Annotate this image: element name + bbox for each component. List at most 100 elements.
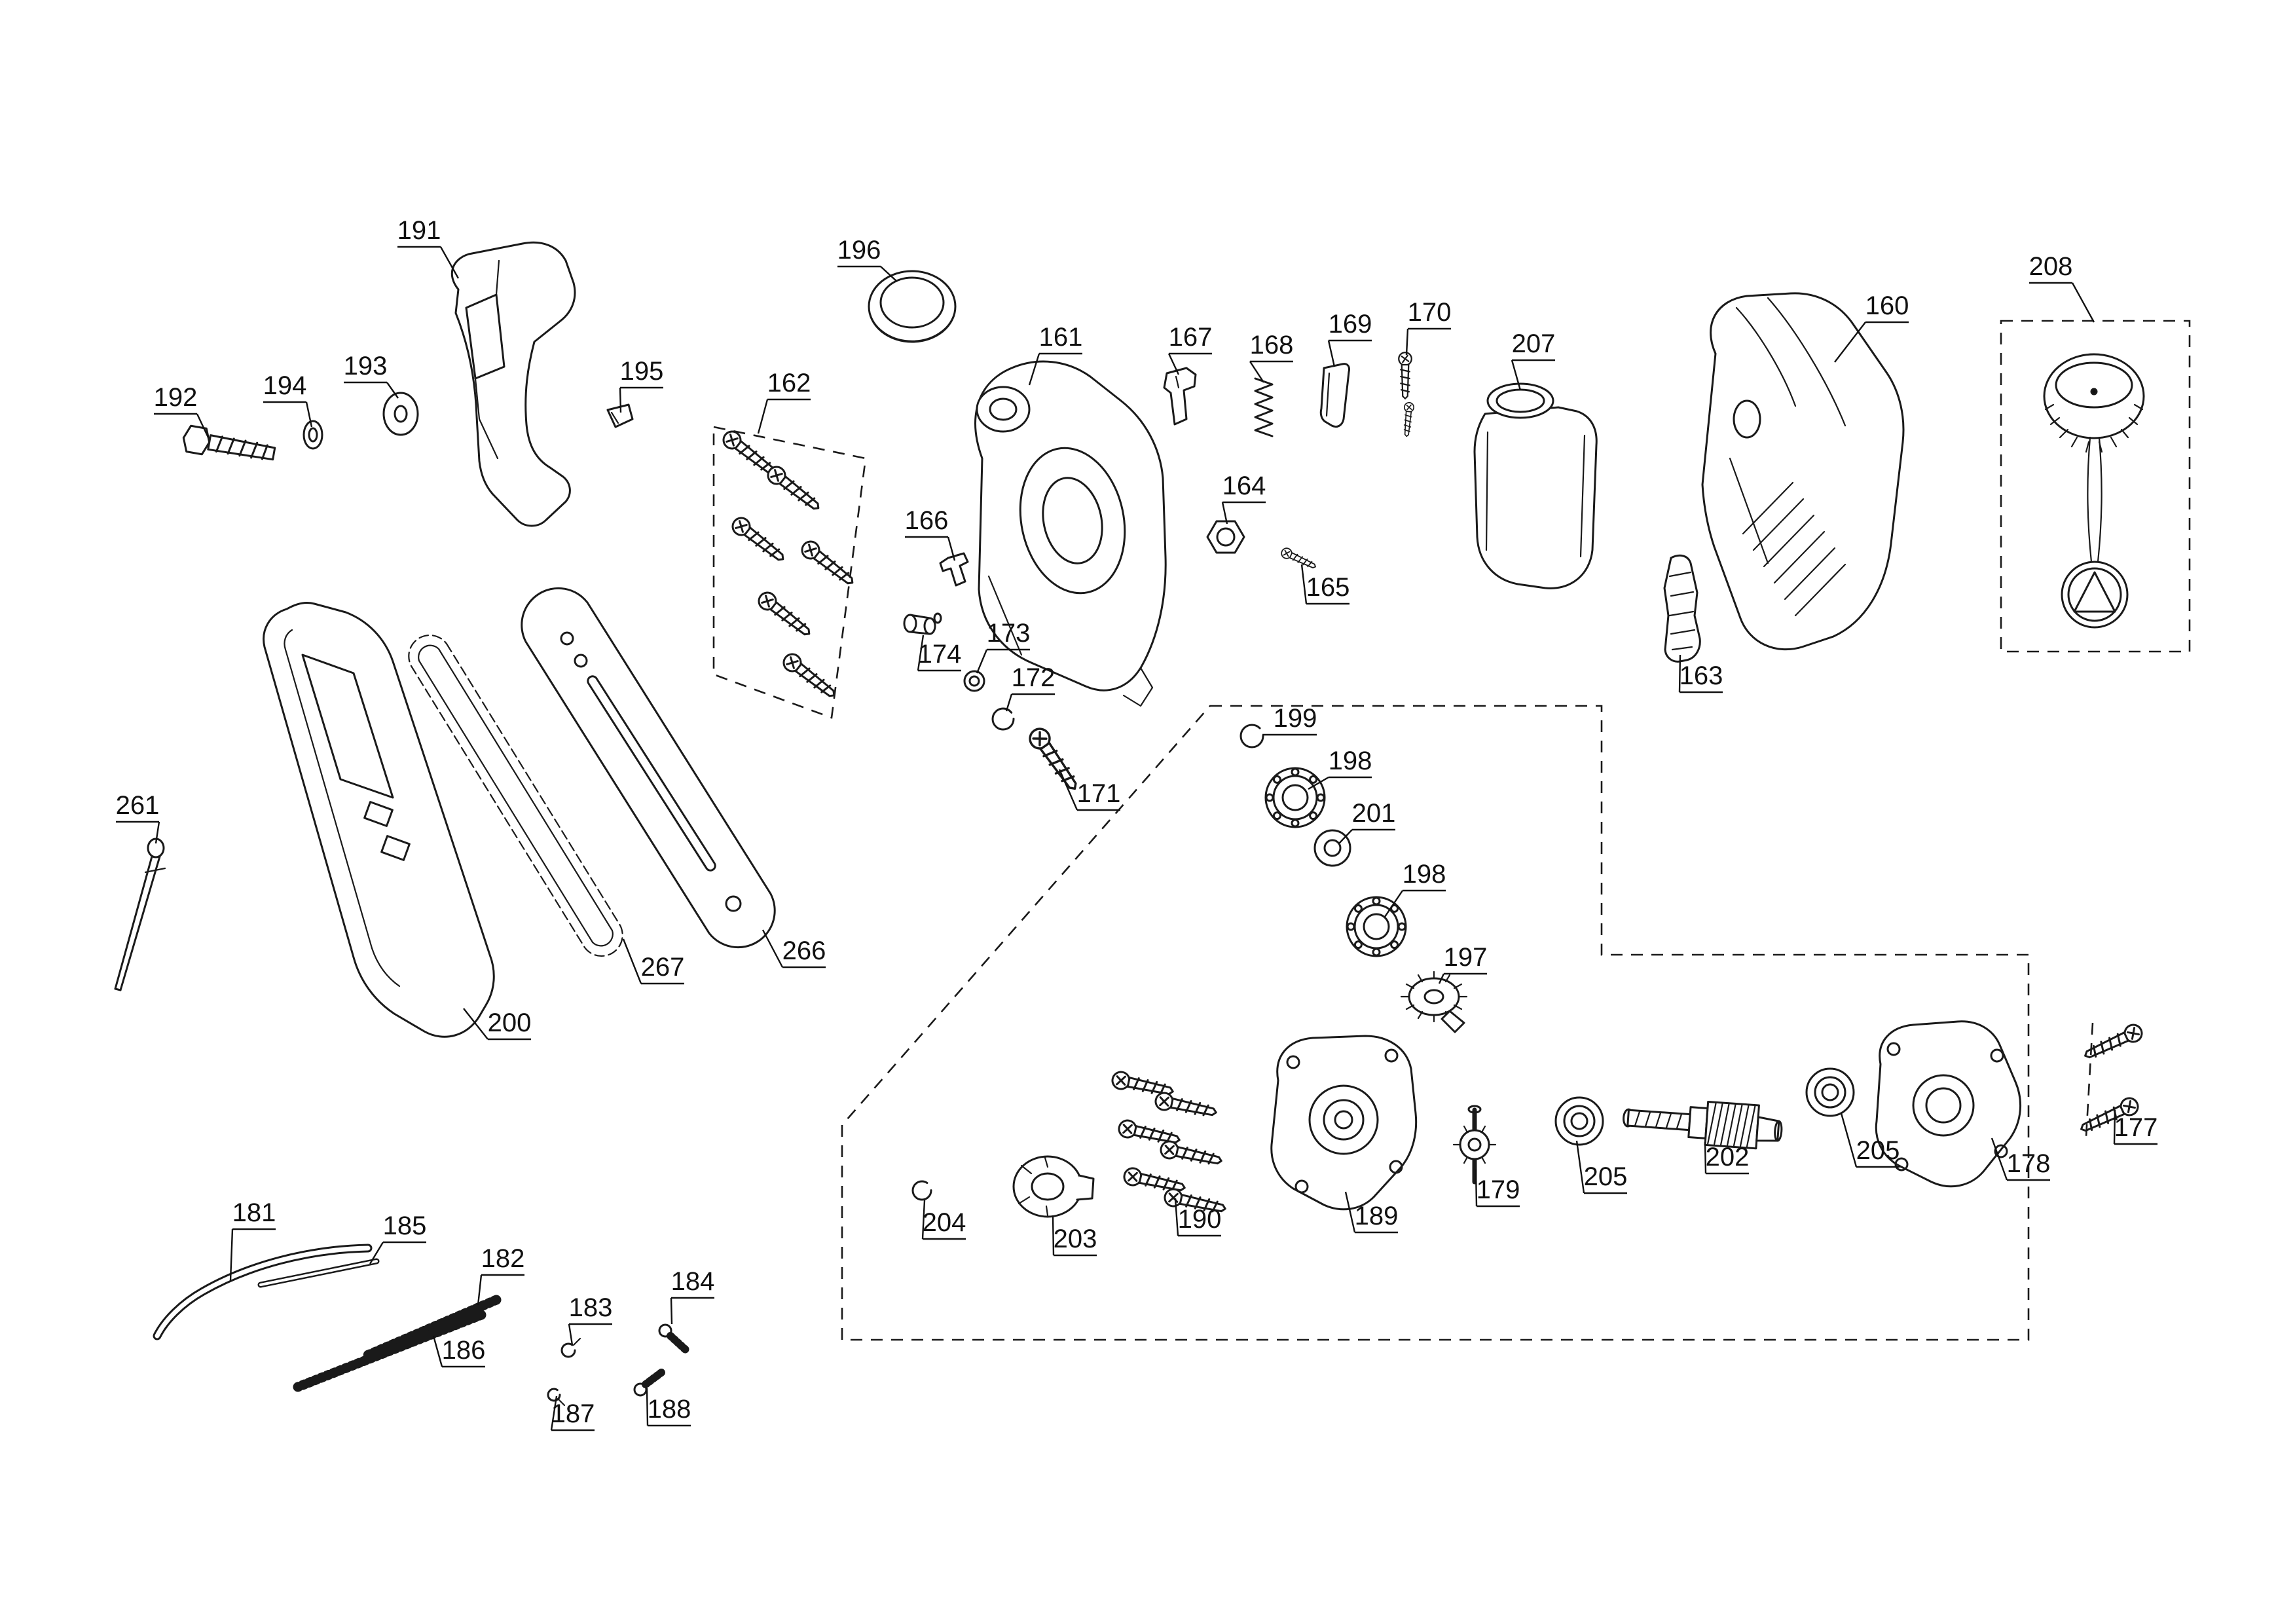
part-number-text: 208 xyxy=(2029,252,2073,281)
leader-line xyxy=(439,246,460,279)
part-label-170: 170 xyxy=(1405,298,1451,356)
part-label-196: 196 xyxy=(837,236,898,282)
part-205-bearing-right xyxy=(1805,1067,1855,1117)
part-number-text: 171 xyxy=(1077,779,1121,808)
part-202-worm-shaft xyxy=(1623,1101,1783,1150)
part-205-bearing-left xyxy=(1554,1096,1604,1146)
part-261-tool xyxy=(114,838,166,991)
leader-line xyxy=(1704,1141,1707,1174)
leader-line xyxy=(619,387,622,413)
leader-line xyxy=(2113,1109,2116,1145)
part-label-185: 185 xyxy=(369,1211,426,1264)
part-number-text: 201 xyxy=(1352,799,1396,828)
part-170-screws xyxy=(1398,352,1415,437)
leader-line xyxy=(1475,1169,1478,1207)
part-196-collar-ring xyxy=(868,270,957,343)
part-169-lever xyxy=(1319,363,1350,428)
part-186-threaded-rod xyxy=(293,1310,487,1392)
part-number-text: 164 xyxy=(1222,471,1266,500)
part-number-text: 197 xyxy=(1444,943,1488,972)
part-label-177: 177 xyxy=(2113,1109,2157,1145)
part-label-182: 182 xyxy=(477,1244,524,1306)
leader-line xyxy=(880,266,898,282)
part-179-spindle-gear xyxy=(1452,1105,1497,1185)
part-number-text: 193 xyxy=(344,352,388,380)
leader-line xyxy=(477,1274,483,1306)
leader-line xyxy=(1338,829,1353,844)
part-number-text: 194 xyxy=(263,371,307,400)
part-number-text: 162 xyxy=(767,369,811,397)
part-number-text: 205 xyxy=(1856,1136,1900,1165)
part-198-bearing-lower xyxy=(1346,896,1407,957)
part-191-handle-cover xyxy=(450,241,576,527)
part-165-screw xyxy=(1279,545,1319,572)
part-label-184: 184 xyxy=(670,1267,715,1325)
part-label-202: 202 xyxy=(1704,1141,1750,1175)
part-label-199: 199 xyxy=(1262,704,1317,736)
part-172-ring xyxy=(991,707,1015,731)
part-label-183: 183 xyxy=(568,1293,612,1346)
part-161-sprocket-cover xyxy=(974,360,1167,707)
leader-line xyxy=(646,1388,649,1426)
leader-line xyxy=(463,1008,488,1040)
leader-line xyxy=(1005,693,1013,712)
leader-line xyxy=(762,929,784,968)
part-number-text: 203 xyxy=(1054,1225,1097,1253)
part-label-181: 181 xyxy=(229,1198,276,1282)
part-label-167: 167 xyxy=(1167,323,1213,375)
part-number-text: 184 xyxy=(671,1267,715,1296)
part-203-tension-knob xyxy=(1012,1155,1095,1218)
part-number-text: 178 xyxy=(2007,1149,2051,1178)
part-number-text: 207 xyxy=(1512,329,1556,358)
part-label-187: 187 xyxy=(550,1395,595,1431)
leader-line xyxy=(1167,353,1180,375)
parts-layer xyxy=(114,241,2146,1407)
part-201-washer xyxy=(1313,829,1351,867)
leader-line xyxy=(432,1335,443,1367)
part-label-195: 195 xyxy=(619,357,663,413)
leader-line xyxy=(1511,360,1522,391)
part-number-text: 186 xyxy=(442,1336,486,1365)
leader-line xyxy=(1308,776,1329,790)
part-label-189: 189 xyxy=(1344,1191,1399,1234)
part-number-text: 198 xyxy=(1329,747,1372,775)
leader-line xyxy=(1052,1215,1055,1256)
part-number-text: 174 xyxy=(918,640,962,669)
part-162-screw-set xyxy=(719,427,859,703)
part-163-rubber-strip xyxy=(1663,554,1701,663)
part-204-circlip xyxy=(911,1180,932,1201)
assembly-group-outlines xyxy=(712,320,2191,1341)
part-label-194: 194 xyxy=(263,371,313,428)
part-label-201: 201 xyxy=(1338,799,1396,844)
part-label-166: 166 xyxy=(905,506,956,561)
part-label-198: 198 xyxy=(1384,860,1446,917)
leader-line xyxy=(1221,502,1228,525)
part-189-gearbox-housing xyxy=(1270,1035,1418,1211)
part-label-168: 168 xyxy=(1249,331,1293,383)
leader-line xyxy=(1438,973,1445,984)
leader-line xyxy=(1575,1140,1585,1194)
part-266-guide-bar xyxy=(521,587,776,949)
part-number-text: 202 xyxy=(1706,1143,1750,1172)
part-label-161: 161 xyxy=(1028,323,1082,386)
part-number-text: 189 xyxy=(1355,1202,1399,1230)
part-number-text: 167 xyxy=(1169,323,1213,352)
part-label-190: 190 xyxy=(1174,1198,1221,1237)
part-number-text: 198 xyxy=(1403,860,1446,889)
part-number-text: 160 xyxy=(1865,291,1909,320)
part-192-hex-bolt xyxy=(182,424,276,461)
part-200-chain-guard xyxy=(263,601,495,1038)
leader-line xyxy=(1028,353,1040,386)
part-number-text: 181 xyxy=(232,1198,276,1227)
part-label-173: 173 xyxy=(976,619,1030,674)
part-number-text: 188 xyxy=(648,1395,691,1424)
part-label-179: 179 xyxy=(1475,1169,1520,1208)
part-label-203: 203 xyxy=(1052,1215,1097,1257)
part-number-text: 200 xyxy=(488,1008,532,1037)
leader-line xyxy=(305,401,313,428)
part-label-200: 200 xyxy=(463,1008,532,1041)
leader-line xyxy=(1344,1191,1356,1233)
leader-line xyxy=(369,1242,384,1264)
part-198-bearing-upper xyxy=(1264,767,1326,828)
